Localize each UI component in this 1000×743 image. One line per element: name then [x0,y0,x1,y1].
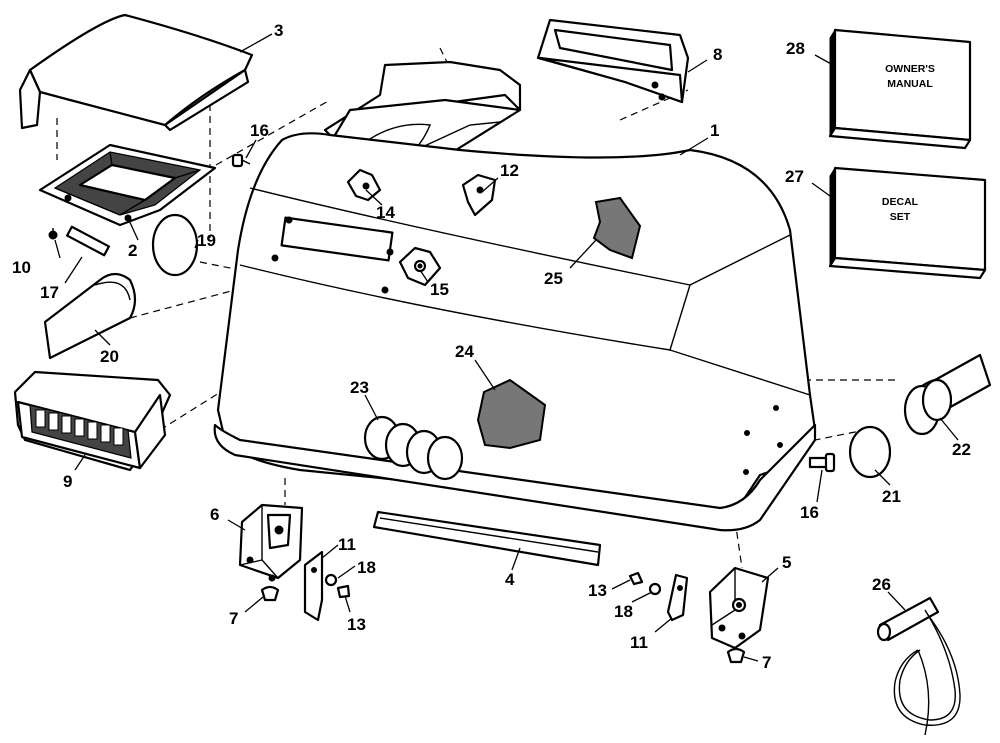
callout-3: 3 [274,21,283,40]
tube-part [66,225,110,257]
owners-manual-line2: MANUAL [887,78,933,90]
seal-part [43,272,137,360]
decal-set-line1: DECAL [882,196,919,208]
callout-17: 17 [40,283,59,302]
trim-strip-part [372,510,602,567]
callout-20: 20 [100,347,119,366]
latch-bracket-right [708,566,770,650]
callout-6: 6 [210,505,219,524]
callout-5: 5 [782,553,791,572]
callout-19: 19 [197,231,216,250]
callout-7-right: 7 [762,653,771,672]
book-icon: OWNER'S MANUAL [828,28,972,150]
callout-28: 28 [786,39,805,58]
callout-9: 9 [63,472,72,491]
callout-labels: 3 8 28 27 1 16 12 14 15 19 2 10 17 20 9 … [12,21,971,672]
callout-18-right: 18 [614,602,633,621]
clip-11-left [303,550,324,622]
rear-vent-part [536,18,690,104]
callout-7-left: 7 [229,609,238,628]
decal-set-line2: SET [890,211,911,223]
screw-16-top [231,153,251,168]
top-cap-part [18,13,254,132]
motor-cover-icon [213,60,817,532]
callout-18-left: 18 [357,558,376,577]
callout-16-right: 16 [800,503,819,522]
foot-7-right [726,647,746,664]
callout-10: 10 [12,258,31,277]
callout-11-left: 11 [338,535,356,554]
callout-12: 12 [500,161,519,180]
callout-15: 15 [430,280,449,299]
callout-1: 1 [710,121,719,140]
callout-22: 22 [952,440,971,459]
callout-13-left: 13 [347,615,366,634]
callout-16-top: 16 [250,121,269,140]
callout-27: 27 [785,167,804,186]
callout-13-right: 13 [588,581,607,600]
callout-21: 21 [882,487,901,506]
round-plug-part [151,213,199,277]
plug-21-part [848,425,892,479]
owners-manual-line1: OWNER'S [885,63,935,75]
callout-2: 2 [128,241,137,260]
grille-frame-part [38,143,217,227]
air-grille-icon [13,370,172,472]
screw-part [48,228,58,240]
callout-8: 8 [713,45,722,64]
callout-25: 25 [544,269,563,288]
callout-14: 14 [376,203,395,222]
callout-26: 26 [872,575,891,594]
decal-shapes [346,168,642,481]
foot-7-left [260,585,280,602]
bolt-16-right [808,452,836,473]
coiled-cable-icon [876,596,961,736]
leader-lines [54,33,959,662]
callout-23: 23 [350,378,369,397]
callout-4: 4 [505,570,515,589]
clip-11-right [666,573,689,622]
decal-set-box: DECAL SET [828,166,987,280]
latch-bracket-left [238,503,304,582]
callout-24: 24 [455,342,474,361]
callout-11-right: 11 [630,633,648,652]
washer-screw-set [324,571,662,599]
seal-22-part [903,353,992,436]
